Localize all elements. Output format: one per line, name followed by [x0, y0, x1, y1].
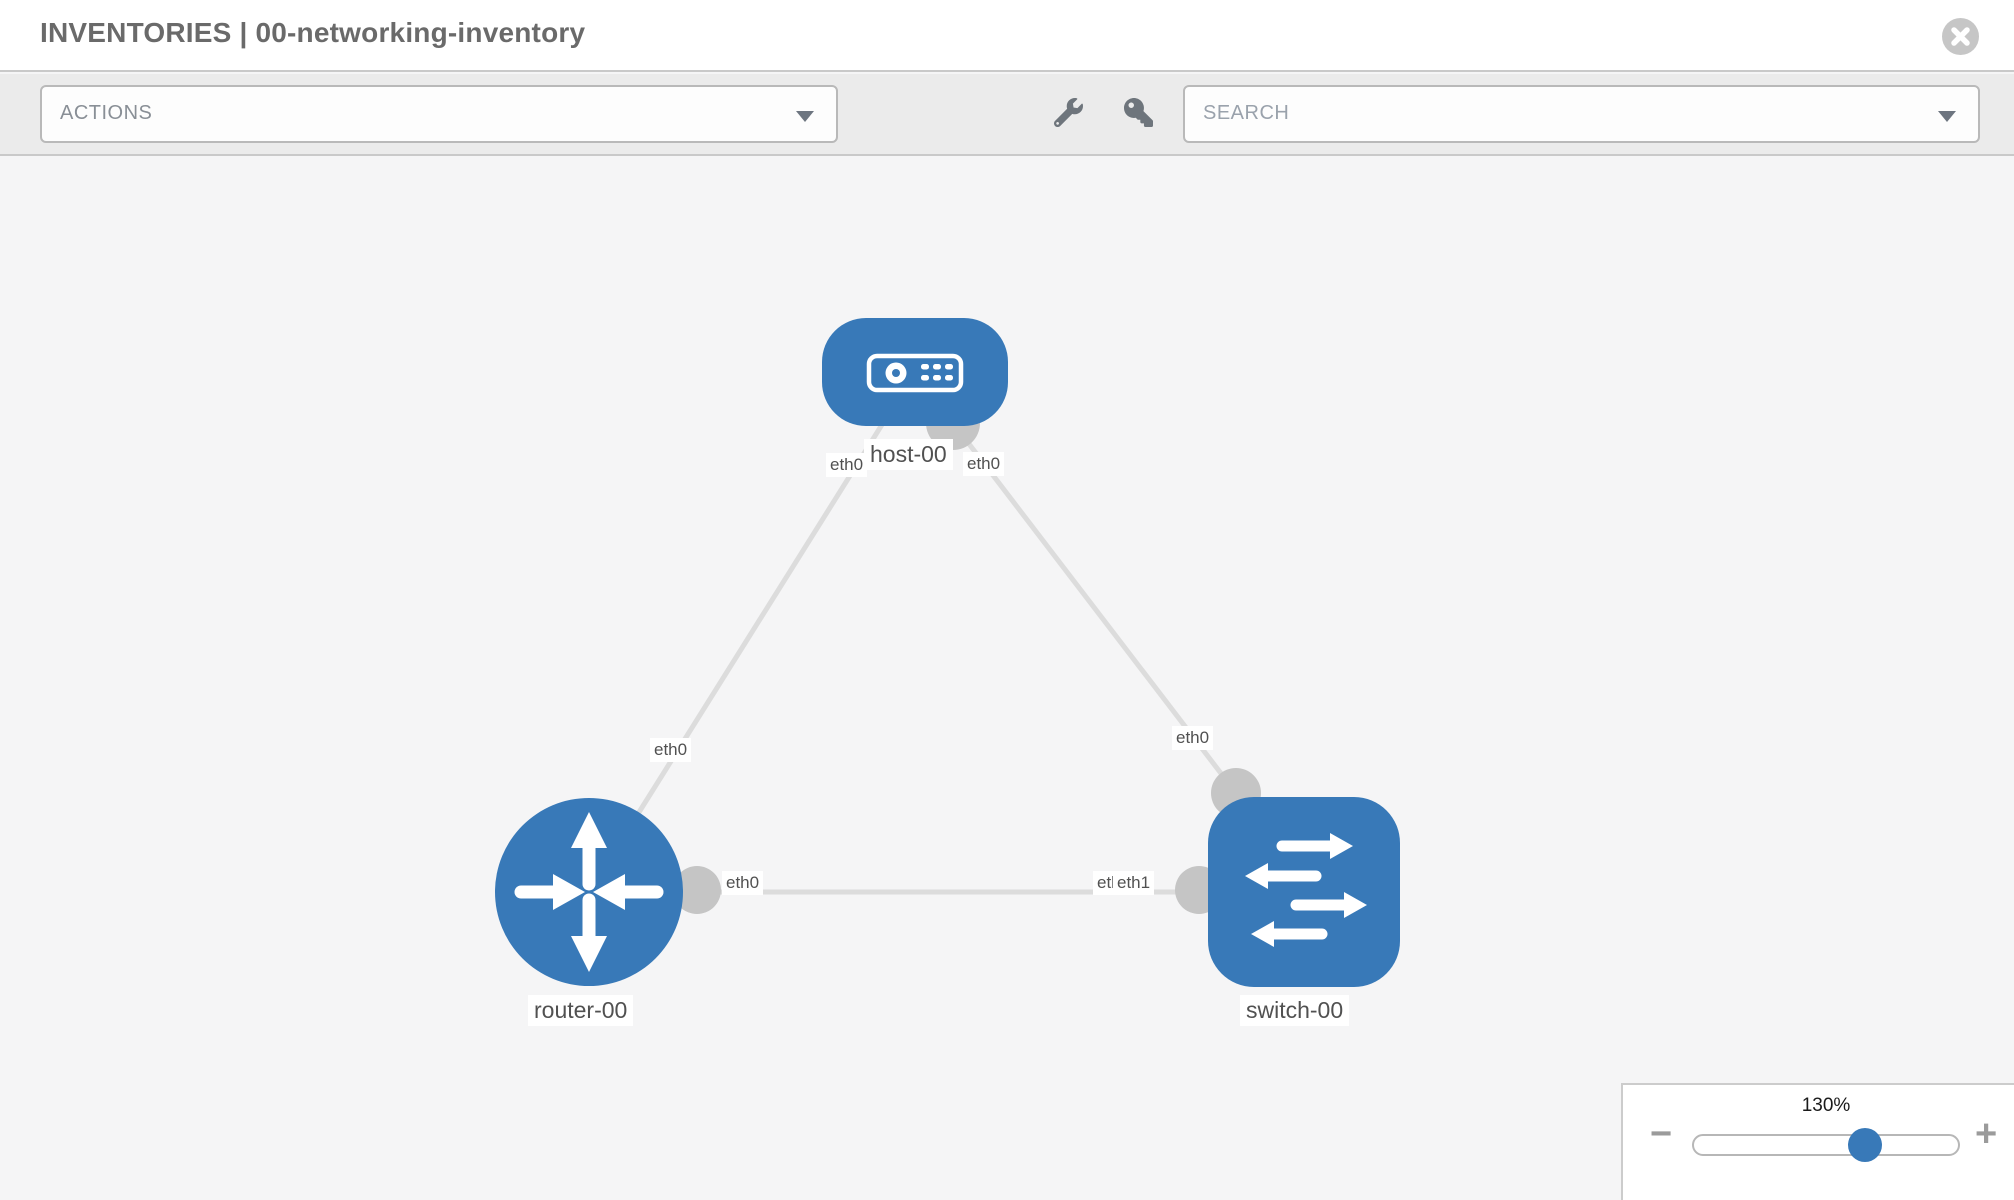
- node-router-00[interactable]: [495, 798, 683, 986]
- port-label-switch-to-host: eth0: [1172, 726, 1214, 750]
- node-host-00[interactable]: [822, 318, 1008, 426]
- zoom-level: 130%: [1801, 1095, 1851, 1116]
- port-label-switch-to-router: eth1: [1113, 871, 1155, 895]
- router-icon: [514, 812, 664, 972]
- caret-down-icon: [796, 111, 814, 122]
- key-button[interactable]: [1110, 87, 1166, 143]
- node-label-host-00: host-00: [864, 439, 953, 470]
- port-label-router-to-switch: eth0: [722, 871, 764, 895]
- port-label-host-to-switch: eth0: [963, 452, 1005, 476]
- port-label-router-to-host: eth0: [650, 738, 692, 762]
- zoom-panel: 130% − +: [1621, 1083, 2014, 1200]
- page-title: INVENTORIES | 00-networking-inventory: [40, 17, 586, 48]
- zoom-slider-track[interactable]: [1692, 1134, 1960, 1156]
- node-label-switch-00: switch-00: [1240, 995, 1350, 1026]
- key-icon: [1123, 98, 1153, 132]
- zoom-in-button[interactable]: +: [1975, 1113, 1998, 1155]
- configure-button[interactable]: [1040, 87, 1096, 143]
- close-button[interactable]: [1942, 18, 1979, 55]
- actions-dropdown[interactable]: ACTIONS: [40, 85, 838, 143]
- caret-down-icon: [1938, 111, 1956, 122]
- node-label-router-00: router-00: [528, 995, 634, 1026]
- connector-router-right: [673, 866, 721, 914]
- zoom-slider-handle[interactable]: [1848, 1128, 1882, 1162]
- actions-dropdown-label: ACTIONS: [60, 102, 153, 124]
- port-label-host-to-router: eth0: [826, 453, 868, 477]
- zoom-out-button[interactable]: −: [1650, 1113, 1673, 1155]
- node-switch-00[interactable]: [1208, 797, 1400, 987]
- toolbar: ACTIONS SEARCH: [0, 74, 2014, 156]
- search-dropdown[interactable]: SEARCH: [1183, 85, 1980, 143]
- host-icon: [866, 353, 964, 393]
- breadcrumb-header: INVENTORIES | 00-networking-inventory: [0, 0, 2014, 72]
- switch-icon: [1245, 833, 1367, 947]
- search-placeholder: SEARCH: [1203, 102, 1290, 124]
- topology-canvas[interactable]: eth0 eth0 eth0 eth0 eth0 eth0 eth1 host-…: [0, 156, 2014, 1200]
- wrench-icon: [1053, 98, 1083, 132]
